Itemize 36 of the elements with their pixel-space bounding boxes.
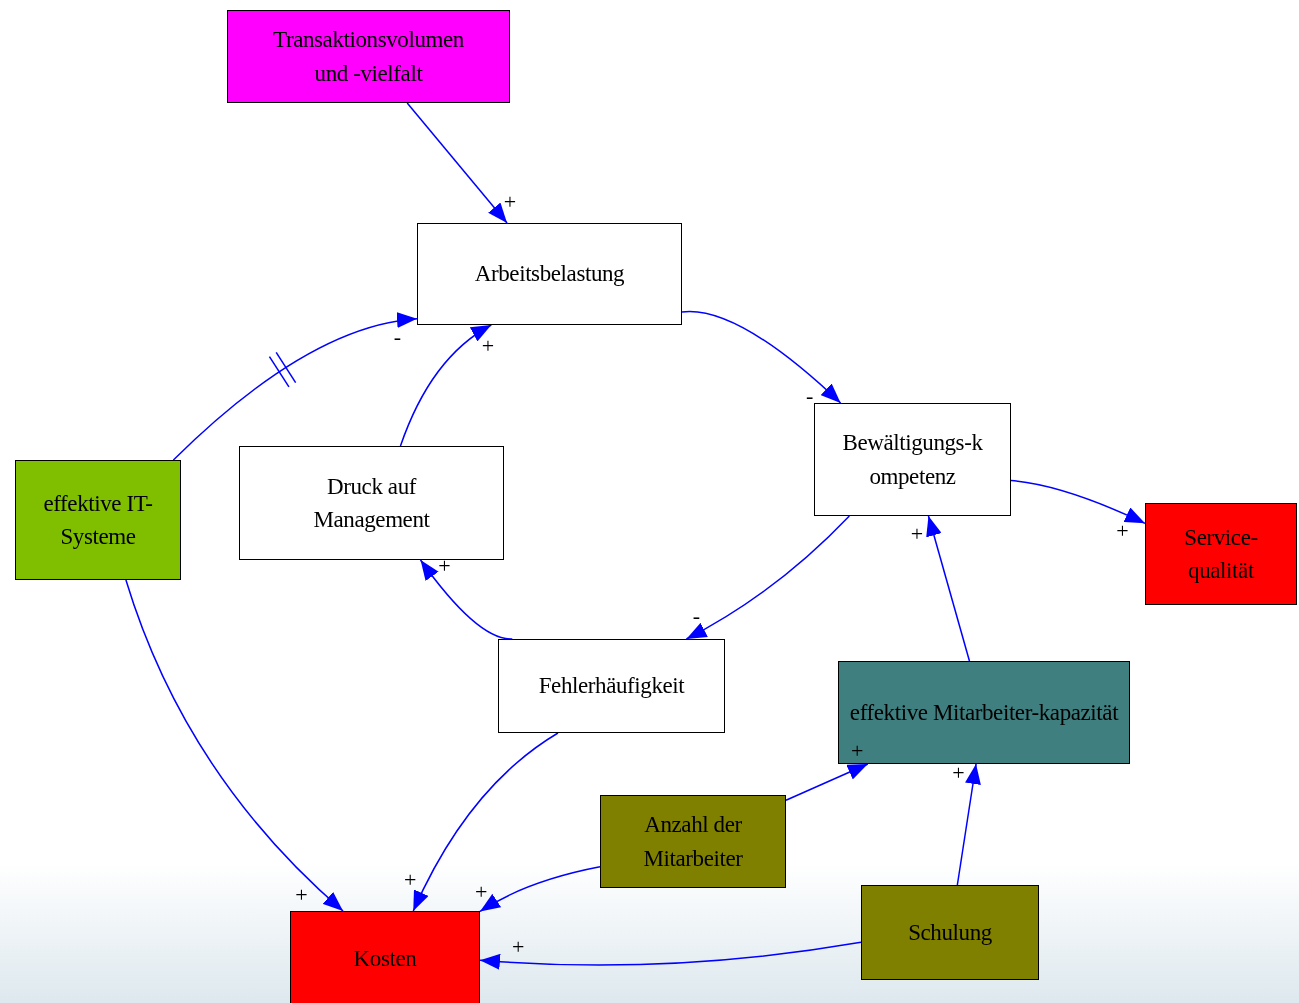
edge-label: - — [691, 604, 702, 627]
node-label: Arbeitsbelastung — [474, 260, 625, 289]
node-label: Kosten — [353, 944, 417, 973]
edge-label: + — [294, 883, 309, 906]
node-label: Druck auf Management — [312, 472, 431, 534]
variable-box — [290, 911, 480, 1003]
edge-label: + — [474, 880, 489, 903]
edge-label: - — [392, 326, 403, 349]
node-label: Anzahl der Mitarbeiter — [642, 811, 744, 873]
edge-label: + — [909, 522, 925, 545]
edge-label: + — [511, 935, 526, 958]
edge-label: + — [1115, 519, 1130, 542]
edge-label: + — [502, 190, 518, 213]
variable-box — [15, 460, 181, 580]
edge-label: + — [402, 868, 418, 891]
variable-box — [227, 10, 510, 103]
variable-box — [838, 661, 1130, 764]
variable-box — [600, 795, 786, 888]
node-label: effektive Mitarbeiter-kapazität — [849, 698, 1119, 727]
node-label: Service- qualität — [1183, 523, 1259, 585]
variable-box — [239, 446, 504, 560]
edge-label: + — [480, 334, 496, 357]
edge-label: + — [951, 761, 966, 784]
node-label: Schulung — [908, 918, 992, 947]
variable-box — [498, 639, 725, 733]
node-label: Bewältigungs-k ompetenz — [841, 429, 984, 491]
node-label: Transaktionsvolumen und -vielfalt — [272, 26, 465, 88]
node-label: Fehlerhäufigkeit — [538, 672, 685, 701]
variable-box — [1145, 503, 1297, 605]
node-label: effektive IT-Systeme — [42, 489, 154, 551]
edge-label: + — [850, 740, 865, 763]
edge-label: - — [805, 385, 815, 408]
variable-box — [861, 885, 1039, 980]
edge-label: + — [437, 554, 452, 577]
variable-box — [417, 223, 682, 325]
variable-box — [814, 403, 1011, 516]
